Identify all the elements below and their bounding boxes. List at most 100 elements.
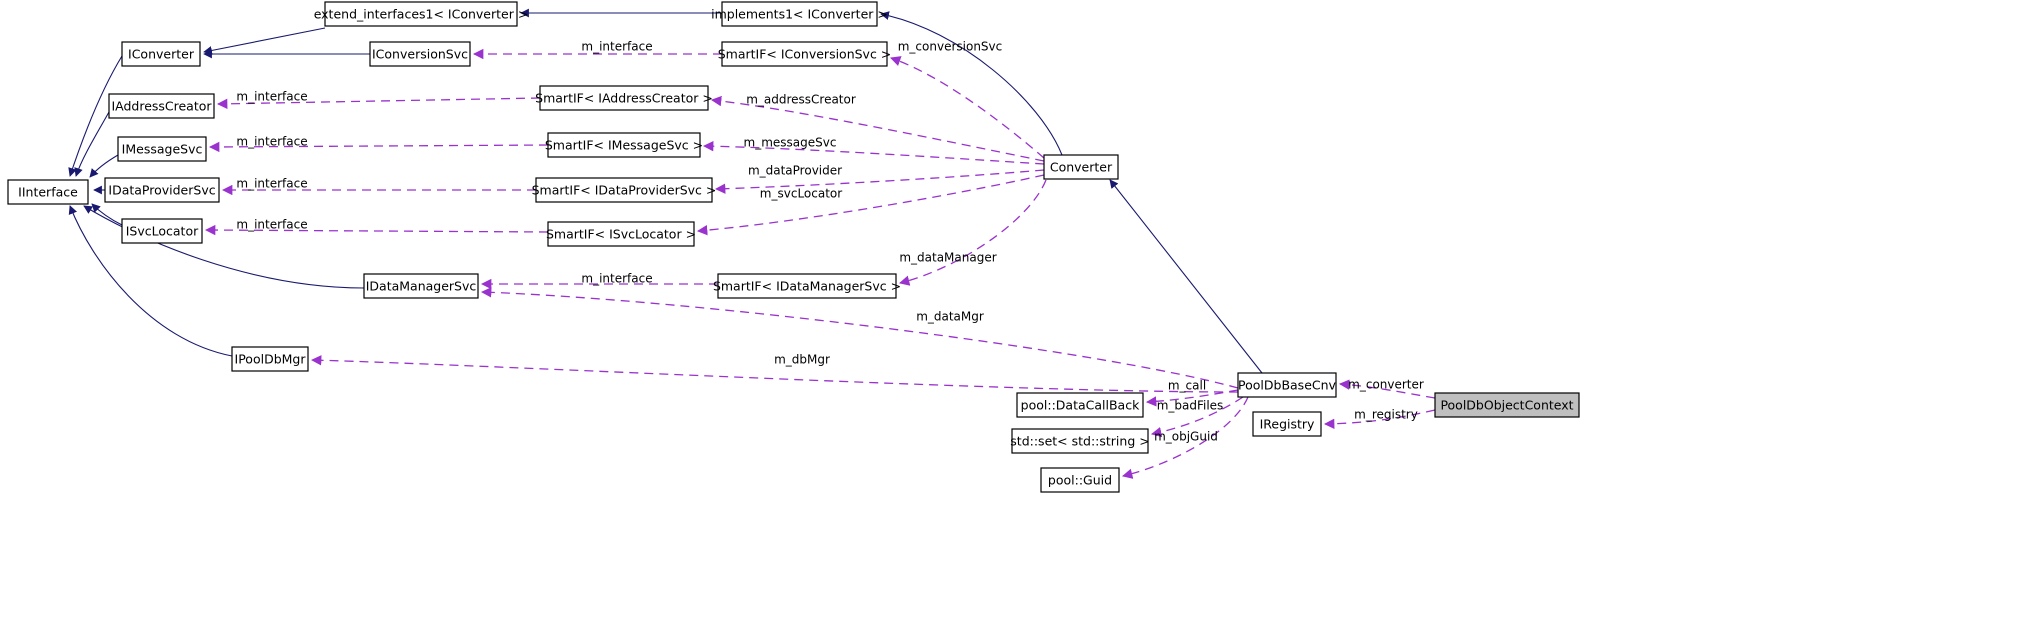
edge-iconverter-to-iinterface (68, 55, 123, 177)
edge-label: m_objGuid (1154, 430, 1218, 444)
class-node-frame (7, 179, 89, 205)
class-node-label: SmartIF< IDataManagerSvc > (713, 279, 901, 294)
edge-isvclocator-to-iinterface (91, 203, 123, 226)
class-node-frame (721, 41, 888, 67)
class-node-label: PoolDbBaseCnv (1238, 378, 1337, 393)
edge-converter-to-smartif-imessagesvc (702, 140, 1045, 165)
class-node-iconversionsvc[interactable]: IConversionSvc (369, 41, 471, 67)
class-node-implements1[interactable]: implements1< IConverter > (711, 1, 888, 27)
class-node-label: SmartIF< IDataProviderSvc > (532, 183, 717, 198)
usage-edges (204, 48, 1436, 479)
class-node-smartif_idatamgr[interactable]: SmartIF< IDataManagerSvc > (713, 273, 901, 299)
class-node-frame (721, 1, 878, 27)
edge-label: m_dataMgr (916, 310, 984, 324)
class-node-frame (121, 218, 203, 244)
edge-converter-to-smartif-iconversionsvc (890, 56, 1045, 159)
class-node-smartif_idataprov[interactable]: SmartIF< IDataProviderSvc > (532, 177, 717, 203)
class-node-frame (1011, 428, 1149, 454)
class-node-isvclocator[interactable]: ISvcLocator (121, 218, 203, 244)
class-node-frame (1016, 392, 1144, 418)
class-node-label: pool::DataCallBack (1021, 398, 1140, 413)
class-node-iinterface[interactable]: IInterface (7, 179, 89, 205)
class-node-converter[interactable]: Converter (1043, 154, 1119, 180)
edge-imessagesvc-to-iinterface (89, 154, 119, 178)
class-node-label: IDataManagerSvc (366, 279, 477, 294)
class-node-smartif_isvcloc[interactable]: SmartIF< ISvcLocator > (546, 221, 696, 247)
edge-label: m_messageSvc (744, 136, 837, 150)
edge-ipooldbmgr-to-iinterface (68, 205, 233, 357)
class-node-label: pool::Guid (1048, 473, 1112, 488)
class-node-label: implements1< IConverter > (711, 7, 888, 22)
edge-iaddresscreator-to-iinterface (74, 111, 110, 177)
class-node-label: ISvcLocator (126, 224, 199, 239)
class-node-iaddresscreator[interactable]: IAddressCreator (108, 93, 215, 119)
class-node-frame (1237, 372, 1337, 398)
class-node-label: std::set< std::string > (1010, 434, 1149, 449)
class-node-frame (717, 273, 897, 299)
edge-pooldbbasecnv-to-pool-datacallback (1145, 389, 1239, 407)
class-node-frame (363, 273, 479, 299)
class-node-smartif_iconversion[interactable]: SmartIF< IConversionSvc > (718, 41, 892, 67)
class-node-frame (108, 93, 215, 119)
edge-label: m_addressCreator (746, 93, 856, 107)
edge-converter-to-smartif-idatamanagersvc (898, 179, 1047, 286)
class-node-label: Converter (1050, 160, 1113, 175)
class-node-iregistry[interactable]: IRegistry (1252, 411, 1322, 437)
class-node-frame (104, 177, 220, 203)
class-node-std_set_string[interactable]: std::set< std::string > (1010, 428, 1150, 454)
edge-converter-to-smartif-iaddresscreator (710, 95, 1045, 162)
class-node-frame (1434, 392, 1580, 418)
class-node-smartif_imessage[interactable]: SmartIF< IMessageSvc > (545, 132, 703, 158)
class-node-frame (1252, 411, 1322, 437)
class-node-label: IDataProviderSvc (108, 183, 215, 198)
class-node-iconverter[interactable]: IConverter (121, 41, 201, 67)
class-node-pool_guid[interactable]: pool::Guid (1040, 467, 1120, 493)
edge-pooldbbasecnv-to-pool-guid (1121, 396, 1249, 479)
class-node-frame (1040, 467, 1120, 493)
edge-pooldbbasecnv-to-std-set-string (1150, 396, 1244, 438)
class-node-frame (369, 41, 471, 67)
edge-label-group: m_interface m_conversionSvc m_interface … (236, 40, 1424, 444)
class-node-imessagesvc[interactable]: IMessageSvc (117, 136, 207, 162)
class-node-label: IConversionSvc (372, 47, 468, 62)
edge-label: m_interface (236, 218, 307, 232)
class-node-label: IMessageSvc (122, 142, 203, 157)
edge-smartif-isvclocator-to-isvclocator (204, 224, 549, 236)
edge-label: m_dbMgr (774, 353, 830, 367)
class-node-pooldbbasecnv[interactable]: PoolDbBaseCnv (1237, 372, 1337, 398)
class-node-frame (231, 346, 309, 372)
class-node-idataprovidersvc[interactable]: IDataProviderSvc (104, 177, 220, 203)
class-node-label: extend_interfaces1< IConverter > (314, 7, 529, 22)
class-node-pooldbobjectcontext[interactable]: PoolDbObjectContext (1434, 392, 1580, 418)
edge-pooldbobjectcontext-to-iregistry (1323, 409, 1436, 429)
class-node-frame (324, 1, 518, 27)
edge-label: m_badFiles (1157, 399, 1224, 413)
class-node-label: SmartIF< IConversionSvc > (718, 47, 892, 62)
class-node-frame (121, 41, 201, 67)
class-node-label: IConverter (128, 47, 195, 62)
class-node-idatamanagersvc[interactable]: IDataManagerSvc (363, 273, 479, 299)
class-node-frame (117, 136, 207, 162)
edge-label: m_interface (236, 90, 307, 104)
class-node-label: IAddressCreator (111, 99, 212, 114)
edge-extendinterfaces1-to-iconverter (203, 27, 326, 55)
class-node-pool_datacallback[interactable]: pool::DataCallBack (1016, 392, 1144, 418)
class-node-smartif_iaddress[interactable]: SmartIF< IAddressCreator > (535, 85, 713, 111)
edge-pooldbbasecnv-to-idatamanagersvc (480, 287, 1239, 389)
edge-idatamanagersvc-to-iinterface (83, 205, 365, 289)
edge-label: m_converter (1348, 378, 1424, 392)
class-node-label: IRegistry (1260, 417, 1315, 432)
class-node-ipooldbmgr[interactable]: IPoolDbMgr (231, 346, 309, 372)
edge-label: m_interface (581, 272, 652, 286)
class-node-frame (539, 85, 709, 111)
class-node-label: IPoolDbMgr (235, 352, 307, 367)
edge-converter-to-smartif-isvclocator (696, 174, 1045, 236)
class-node-label: PoolDbObjectContext (1440, 398, 1573, 413)
class-node-label: SmartIF< IAddressCreator > (535, 91, 713, 106)
class-node-label: SmartIF< IMessageSvc > (545, 138, 703, 153)
edge-converter-to-smartif-idataprovidersvc (714, 169, 1045, 194)
class-node-frame (1043, 154, 1119, 180)
class-node-label: SmartIF< ISvcLocator > (546, 227, 696, 242)
class-node-extend_interfaces1[interactable]: extend_interfaces1< IConverter > (314, 1, 529, 27)
